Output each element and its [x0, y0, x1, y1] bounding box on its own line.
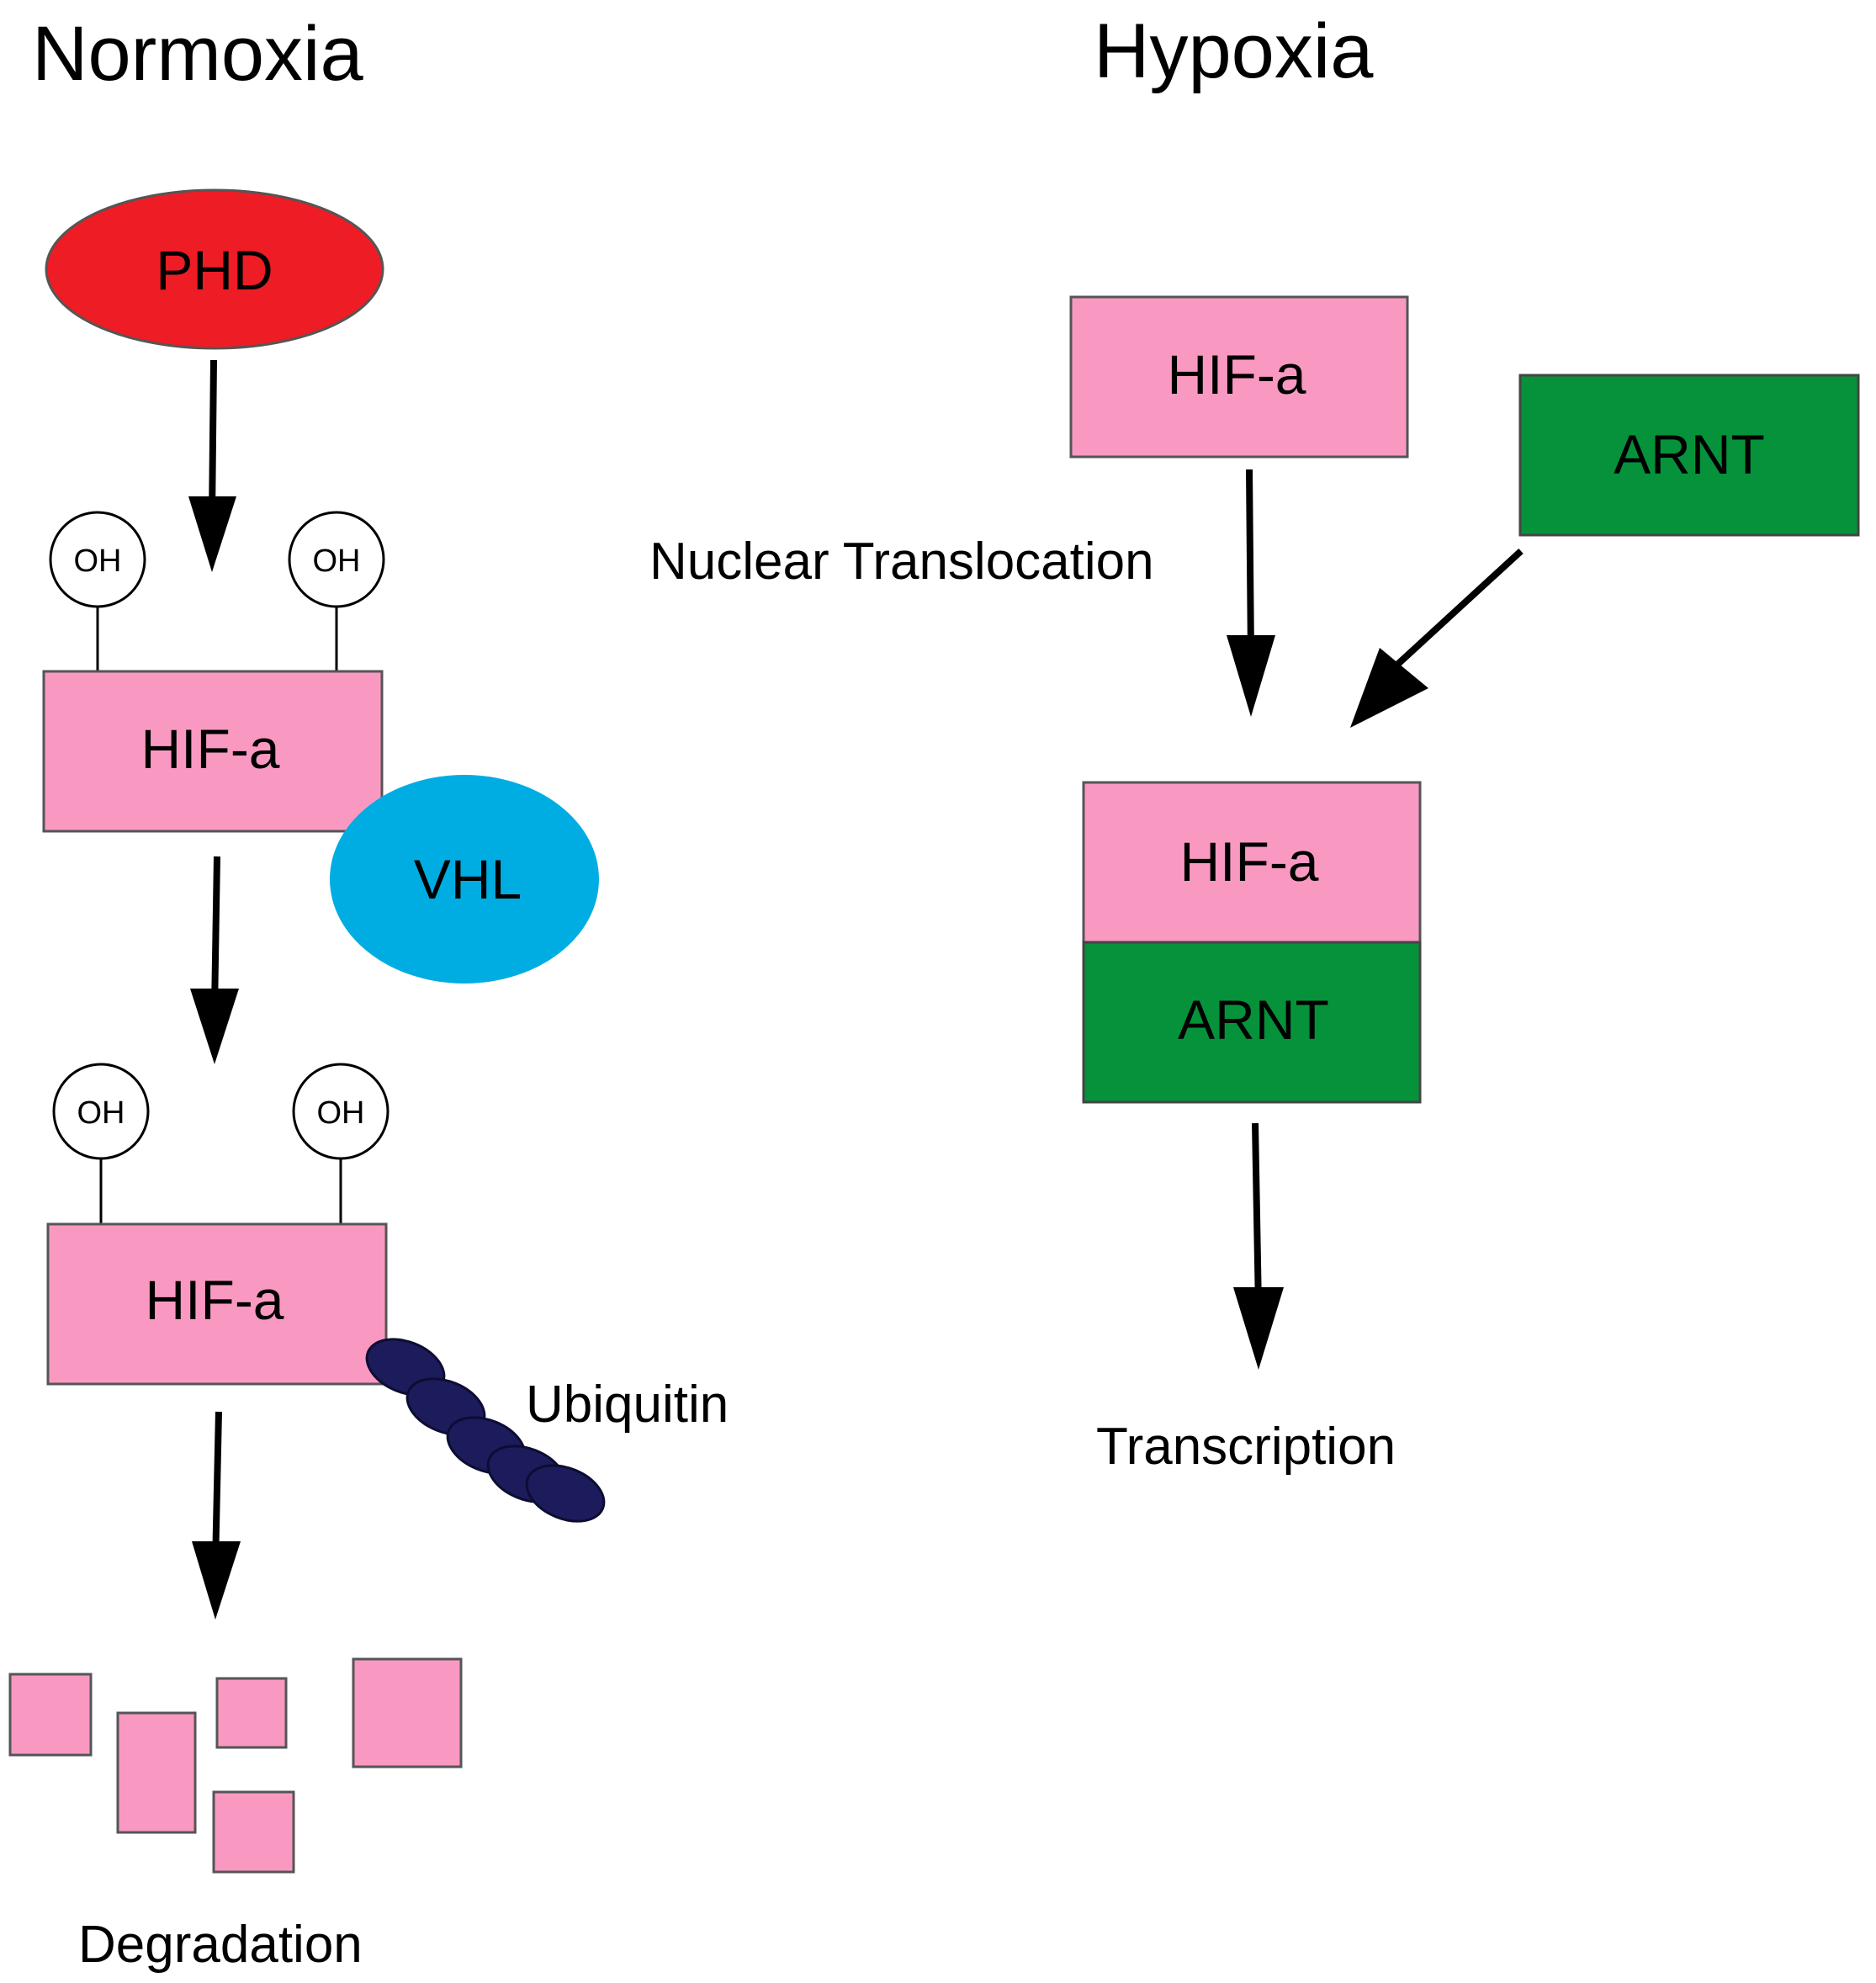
phd-label: PHD [156, 239, 273, 301]
transcription-label: Transcription [1096, 1418, 1396, 1476]
hif-a-label: HIF-a [141, 718, 280, 780]
fragment [352, 1657, 463, 1768]
ubiquitin-chain [365, 1338, 606, 1523]
complex-arnt-label: ARNT [1178, 989, 1329, 1051]
arrow-hif-to-ubiquitination [190, 856, 239, 1064]
hydroxyl-group-4: OH [292, 1063, 390, 1225]
hif-a-label: HIF-a [1168, 343, 1306, 406]
hif-a-hydroxylated: HIF-a [42, 670, 384, 833]
arrow-to-degradation [192, 1411, 241, 1620]
fragment [215, 1677, 288, 1749]
degradation-label: Degradation [78, 1916, 363, 1974]
fragment [212, 1790, 295, 1874]
ubiquitin-label: Ubiquitin [526, 1376, 729, 1434]
hif-a-label: HIF-a [146, 1269, 284, 1331]
hydroxyl-group-3: OH [52, 1063, 150, 1225]
hypoxia-title: Hypoxia [1094, 8, 1374, 94]
hydroxyl-group-2: OH [288, 511, 385, 673]
hif-arnt-complex: HIF-a ARNT [1082, 781, 1422, 1104]
arnt-label: ARNT [1614, 423, 1765, 485]
arrow-to-transcription [1233, 1122, 1284, 1370]
oh-label: OH [77, 1095, 125, 1131]
nuclear-translocation-label: Nuclear Translocation [649, 533, 1154, 591]
fragment [116, 1711, 197, 1834]
oh-label: OH [313, 543, 361, 579]
hif-a-ubiquitinated: HIF-a [46, 1222, 388, 1386]
vhl-protein: VHL [330, 775, 599, 984]
hydroxyl-group-1: OH [49, 511, 146, 673]
arrow-arnt-to-complex [1350, 549, 1524, 728]
fragment [8, 1673, 93, 1757]
oh-label: OH [317, 1095, 365, 1131]
hif-a-hypoxia: HIF-a [1069, 295, 1409, 459]
vhl-label: VHL [414, 848, 522, 910]
normoxia-title: Normoxia [32, 11, 363, 97]
complex-hif-label: HIF-a [1180, 830, 1319, 893]
arrow-phd-to-hif [188, 359, 236, 572]
phd-enzyme: PHD [45, 188, 384, 350]
arnt-hypoxia: ARNT [1518, 374, 1860, 537]
degradation-fragments [8, 1657, 463, 1874]
oh-label: OH [74, 543, 122, 579]
arrow-hif-to-complex [1227, 469, 1275, 717]
